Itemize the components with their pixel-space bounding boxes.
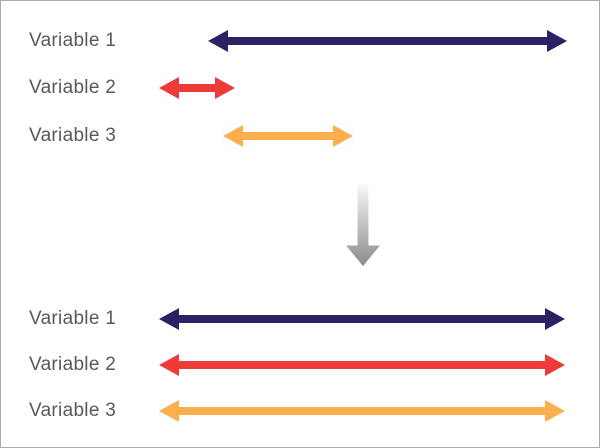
arrowhead-left-icon [159,308,179,330]
down-arrow-icon [346,184,380,266]
variable-row: Variable 3 [1,124,599,148]
variable-label: Variable 2 [29,354,117,375]
variable-row: Variable 3 [1,399,599,423]
range-arrow [208,30,567,52]
arrow-shaft [237,132,339,140]
arrowhead-right-icon [545,354,565,376]
variable-label: Variable 3 [29,400,117,421]
range-arrow [159,308,565,330]
variable-row: Variable 2 [1,76,599,100]
range-arrow [159,354,565,376]
range-arrow [159,77,235,99]
variable-label: Variable 2 [29,77,117,98]
arrowhead-left-icon [208,30,228,52]
arrowhead-left-icon [159,354,179,376]
range-arrow [159,400,565,422]
arrow-shaft [222,37,553,45]
arrowhead-right-icon [215,77,235,99]
variable-label: Variable 1 [29,308,117,329]
arrowhead-right-icon [545,400,565,422]
variable-row: Variable 1 [1,307,599,331]
variable-row: Variable 1 [1,29,599,53]
variable-label: Variable 3 [29,125,117,146]
arrow-shaft [173,84,221,92]
arrow-shaft [173,315,551,323]
arrowhead-left-icon [223,125,243,147]
arrowhead-right-icon [333,125,353,147]
variable-label: Variable 1 [29,30,117,51]
arrowhead-right-icon [547,30,567,52]
arrow-shaft [173,361,551,369]
arrowhead-right-icon [545,308,565,330]
variable-row: Variable 2 [1,353,599,377]
arrowhead-left-icon [159,400,179,422]
range-arrow [223,125,353,147]
arrowhead-left-icon [159,77,179,99]
arrow-shaft [173,407,551,415]
